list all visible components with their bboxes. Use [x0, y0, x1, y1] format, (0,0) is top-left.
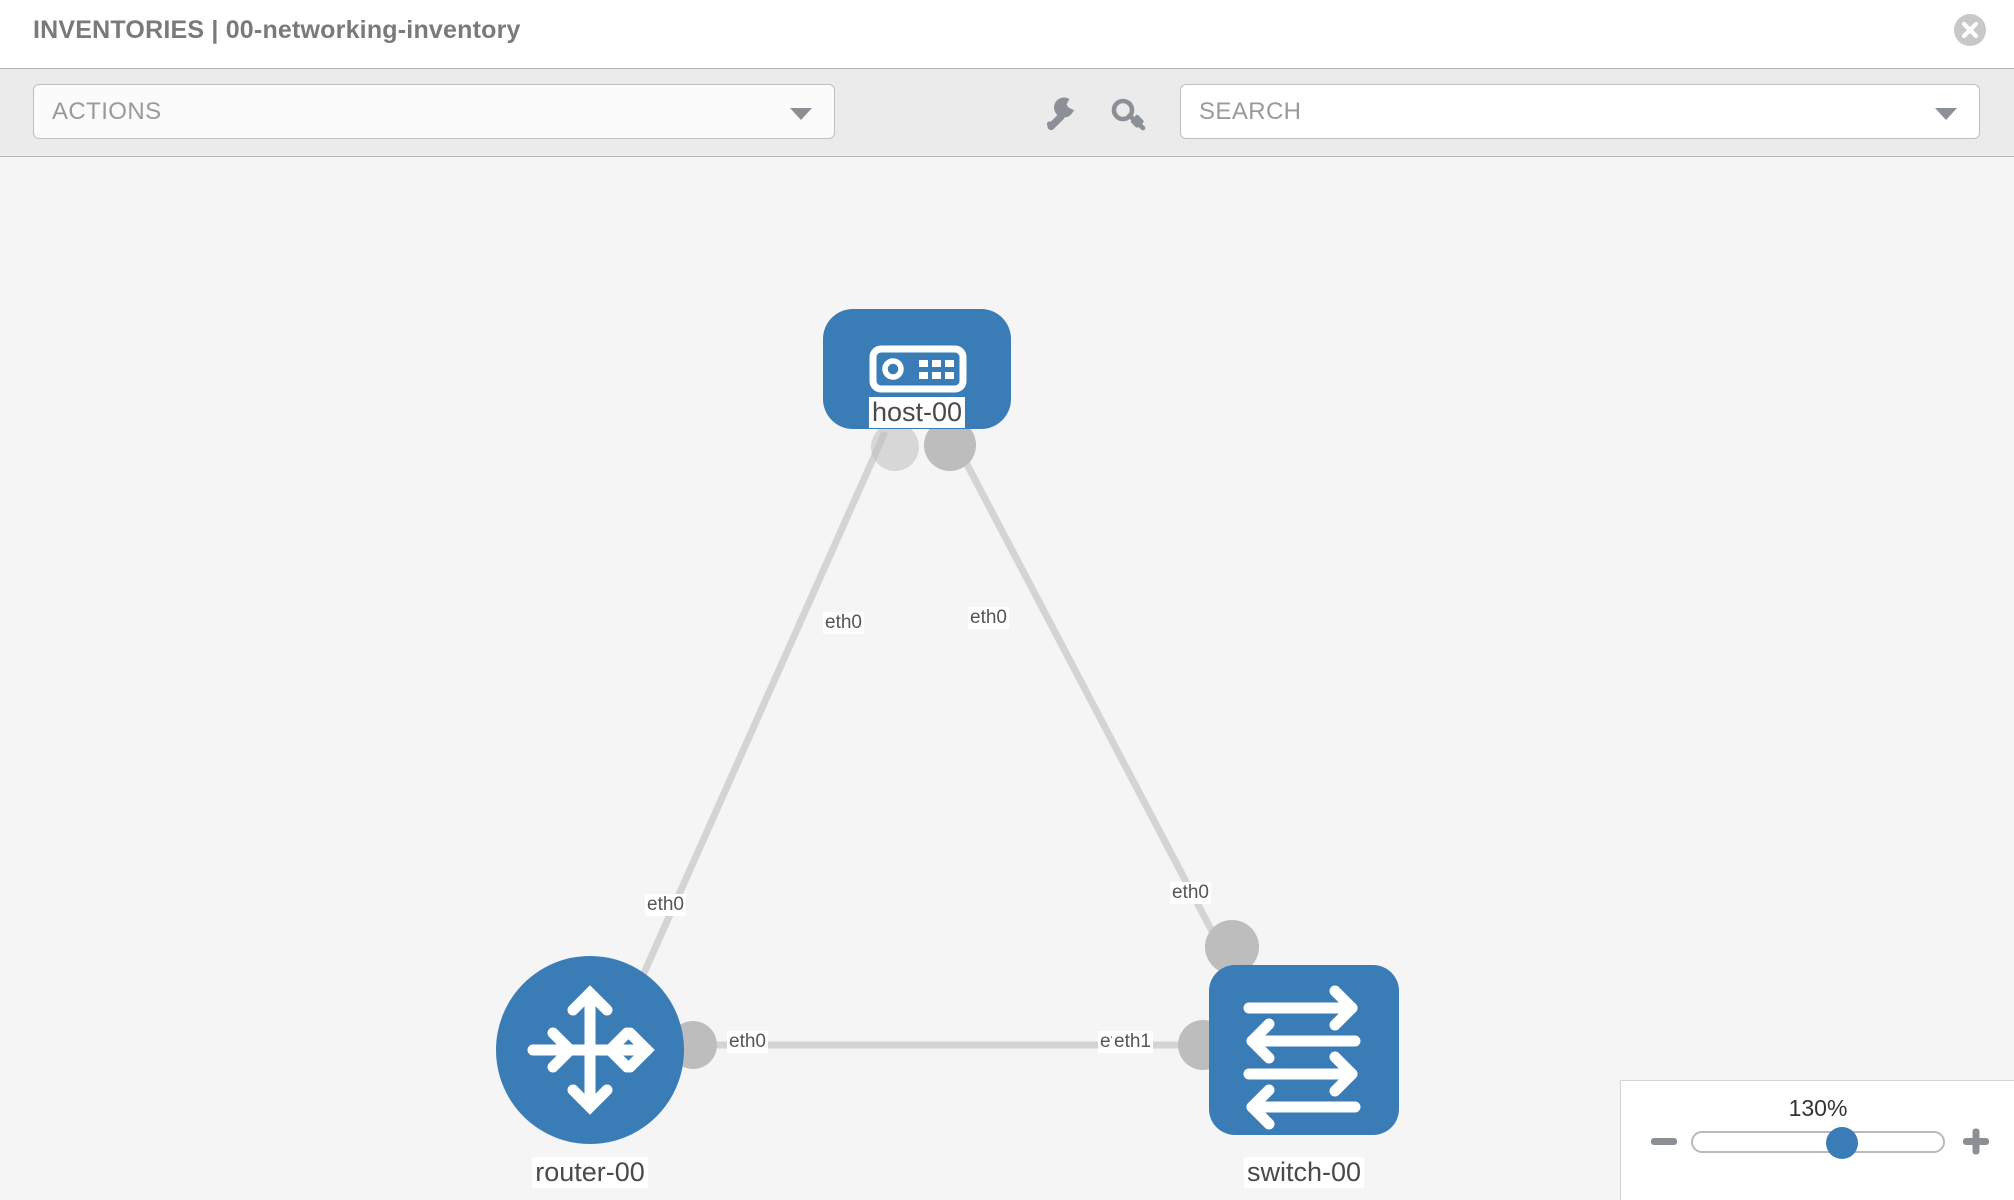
iface-label-switch-left: eth1	[1112, 1031, 1153, 1053]
close-icon[interactable]	[1954, 14, 1986, 46]
actions-dropdown-label: ACTIONS	[52, 98, 162, 125]
page-title: INVENTORIES | 00-networking-inventory	[33, 16, 521, 44]
zoom-slider-thumb[interactable]	[1826, 1127, 1859, 1159]
minus-icon[interactable]	[1647, 1125, 1681, 1159]
node-label-host-00: host-00	[868, 397, 966, 428]
chevron-down-icon	[790, 108, 812, 120]
iface-label-host-left: eth0	[823, 612, 864, 634]
iface-label-router-up: eth0	[645, 894, 686, 916]
port-host-right	[924, 419, 976, 471]
server-device-icon	[869, 345, 967, 393]
zoom-panel: 130%	[1620, 1080, 2014, 1200]
node-label-router-00: router-00	[532, 1157, 648, 1188]
port-switch-top	[1205, 920, 1259, 974]
search-input[interactable]: SEARCH	[1180, 84, 1980, 139]
iface-label-host-right: eth0	[968, 607, 1009, 629]
zoom-level-label: 130%	[1788, 1095, 1848, 1121]
zoom-slider[interactable]	[1691, 1127, 1945, 1159]
port-host-left	[871, 423, 919, 471]
node-router-00[interactable]	[496, 956, 684, 1144]
switch-arrows-icon	[1243, 985, 1361, 1130]
topology-canvas[interactable]: host-00 router-00 switch-00 eth0 eth0 et…	[0, 157, 2014, 1200]
link-host-router[interactable]	[636, 430, 889, 984]
page-header: INVENTORIES | 00-networking-inventory	[0, 0, 2014, 68]
router-arrow-heads	[547, 1027, 633, 1073]
iface-label-router-right: eth0	[727, 1031, 768, 1053]
key-icon[interactable]	[1108, 91, 1152, 135]
actions-dropdown[interactable]: ACTIONS	[33, 84, 835, 139]
topology-graph	[496, 309, 1399, 1144]
search-placeholder: SEARCH	[1199, 98, 1302, 125]
router-arrows-icon	[527, 985, 655, 1115]
plus-icon[interactable]	[1959, 1125, 1993, 1159]
node-switch-00[interactable]	[1209, 965, 1399, 1135]
wrench-icon[interactable]	[1038, 91, 1082, 135]
chevron-down-icon[interactable]	[1935, 108, 1957, 120]
toolbar: ACTIONS SEARCH	[0, 68, 2014, 157]
iface-label-switch-up: eth0	[1170, 882, 1211, 904]
node-label-switch-00: switch-00	[1243, 1157, 1365, 1188]
